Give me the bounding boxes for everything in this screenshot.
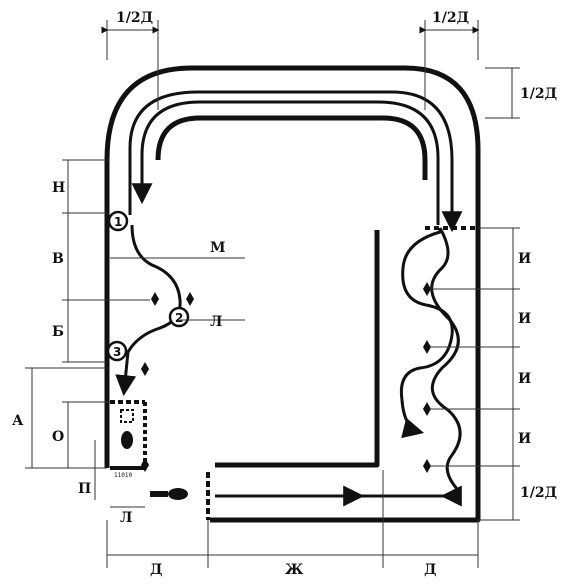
label-n: Н: [52, 180, 65, 196]
label-i-3: И: [518, 371, 531, 387]
label-half-d-top-right: 1/2Д: [432, 10, 469, 26]
marker-3: 3: [106, 340, 128, 362]
label-o: О: [52, 429, 64, 445]
label-b: Б: [52, 324, 64, 340]
label-m: М: [210, 240, 226, 256]
label-d-left: Д: [150, 562, 162, 578]
car-in-garage: [120, 409, 134, 449]
garage-box: [110, 400, 210, 520]
label-l-mid: Л: [210, 314, 222, 330]
label-a: А: [12, 413, 24, 429]
dimension-lines: [25, 20, 520, 568]
label-half-d-right-top: 1/2Д: [520, 86, 557, 102]
svg-text:3: 3: [113, 345, 121, 359]
svg-text:2: 2: [175, 311, 183, 325]
track-outer-boundary: [104, 65, 481, 523]
label-i-4: И: [518, 431, 531, 447]
car-entry-marker: [150, 488, 188, 500]
label-zh: Ж: [285, 562, 304, 578]
svg-text:1: 1: [114, 215, 122, 229]
label-half-d-right-bottom: 1/2Д: [520, 485, 557, 501]
label-l-bottom: Л: [120, 510, 132, 526]
label-v: В: [52, 251, 64, 267]
marker-1: 1: [107, 210, 129, 232]
label-i-1: И: [518, 251, 531, 267]
track-inner-boundary: [155, 115, 428, 468]
marker-2: 2: [168, 306, 190, 328]
driving-path: [115, 90, 463, 507]
label-d-right: Д: [424, 562, 436, 578]
car-plate-text: 11010: [114, 472, 132, 479]
label-p: П: [78, 481, 91, 497]
label-i-2: И: [518, 311, 531, 327]
label-half-d-top-left: 1/2Д: [116, 10, 153, 26]
